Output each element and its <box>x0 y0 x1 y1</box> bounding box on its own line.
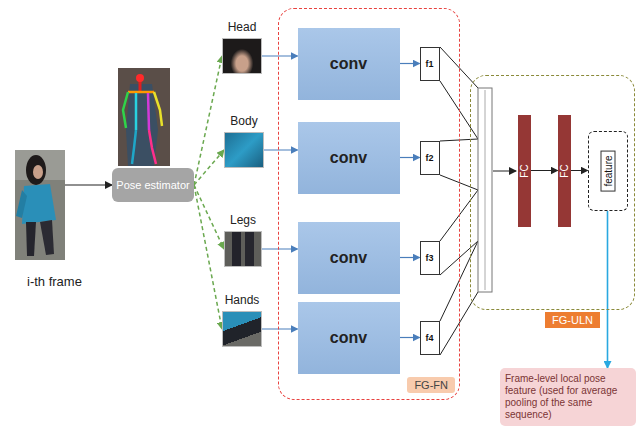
feature-vector-label: f3 <box>425 253 433 263</box>
concat-line <box>440 190 478 241</box>
leg <box>26 222 36 256</box>
face <box>33 165 43 179</box>
fc-layer: FC <box>518 115 531 227</box>
concat-line <box>440 139 478 141</box>
concat-line <box>440 292 478 355</box>
feature-vector: f1 <box>420 47 440 81</box>
part-crop: Body <box>224 132 264 168</box>
photo-ground <box>15 150 65 260</box>
connector-arrow <box>194 185 224 249</box>
network-region: FG-FN conv f1 conv f2 conv f3 conv f4 <box>278 8 460 400</box>
connector-arrow <box>194 150 224 185</box>
leg <box>40 220 54 255</box>
part-crop: Hands <box>222 311 262 347</box>
connector-arrow <box>400 157 420 158</box>
connector-arrow <box>262 55 298 56</box>
connector-arrow <box>607 211 609 369</box>
concat-bar-divider <box>485 90 486 290</box>
concat-line <box>440 81 478 139</box>
input-frame: i-th frame <box>15 150 65 260</box>
arm <box>16 190 27 218</box>
conv-block: conv <box>298 28 400 100</box>
feature-vector: f4 <box>420 321 440 355</box>
connector-arrow <box>264 149 298 150</box>
skeleton-bone <box>154 92 162 126</box>
hair <box>26 155 46 185</box>
concat-line <box>440 47 478 88</box>
note-box: Frame-level local pose feature (used for… <box>500 368 636 426</box>
pose-photo <box>118 68 170 166</box>
concat-bar <box>478 88 492 292</box>
body-silhouette <box>126 84 158 166</box>
part-crop-label: Hands <box>225 293 260 307</box>
skeleton-bone <box>148 93 149 130</box>
skeleton-bone <box>135 93 138 130</box>
connector-arrow <box>262 328 298 329</box>
skeleton-bone <box>149 130 156 164</box>
network-region: FG-ULNFCFCfeature <box>470 75 635 310</box>
skeleton-bone <box>123 92 128 128</box>
part-crop-label: Body <box>230 114 257 128</box>
conv-block-label: conv <box>330 149 367 167</box>
feature-vector-label: f4 <box>425 333 433 343</box>
skeleton-bone <box>128 91 154 94</box>
conv-block: conv <box>298 122 400 194</box>
part-crop-label: Legs <box>230 213 256 227</box>
concat-line <box>440 241 478 321</box>
conv-block: conv <box>298 222 400 294</box>
part-crop-label: Head <box>228 20 257 34</box>
connector-arrow <box>194 56 222 185</box>
network-region-label: FG-ULN <box>545 312 600 328</box>
concat-lines <box>440 47 478 355</box>
connector-arrow <box>194 185 222 329</box>
concat-line <box>440 175 478 190</box>
pose-estimator-box: Pose estimator <box>112 168 194 202</box>
part-crop: Legs <box>224 231 262 267</box>
output-feature-label: feature <box>600 150 615 191</box>
skeleton-bone <box>132 130 136 164</box>
connector-arrow <box>571 170 588 171</box>
feature-vector: f3 <box>420 241 440 275</box>
conv-block-label: conv <box>330 55 367 73</box>
feature-vector-label: f2 <box>425 153 433 163</box>
connector-arrow <box>400 257 420 258</box>
connector-arrow <box>400 63 420 64</box>
output-feature: feature <box>588 131 628 211</box>
input-frame-label: i-th frame <box>27 274 82 289</box>
conv-block: conv <box>298 302 400 374</box>
frame-photo <box>15 150 65 260</box>
skeleton-head <box>136 74 144 82</box>
connector-arrow <box>400 337 420 338</box>
conv-block-label: conv <box>330 329 367 347</box>
network-region-label: FG-FN <box>407 377 455 393</box>
conv-block-label: conv <box>330 249 367 267</box>
photo-ground <box>118 68 170 166</box>
note-box-label: Frame-level local pose feature (used for… <box>505 373 631 421</box>
jacket <box>22 184 56 224</box>
part-crop: Head <box>222 38 262 74</box>
fc-layer: FC <box>558 115 571 227</box>
feature-vector: f2 <box>420 141 440 175</box>
fc-layer-label: FC <box>559 164 570 177</box>
connector-arrow <box>65 184 112 185</box>
concat-arrow <box>493 171 516 172</box>
connector-arrow <box>531 170 558 171</box>
fc-layer-label: FC <box>519 164 530 177</box>
concat-line <box>440 241 478 275</box>
pose-estimator-box-label: Pose estimator <box>116 179 189 192</box>
feature-vector-label: f1 <box>425 59 433 69</box>
connector-arrow <box>262 248 298 249</box>
